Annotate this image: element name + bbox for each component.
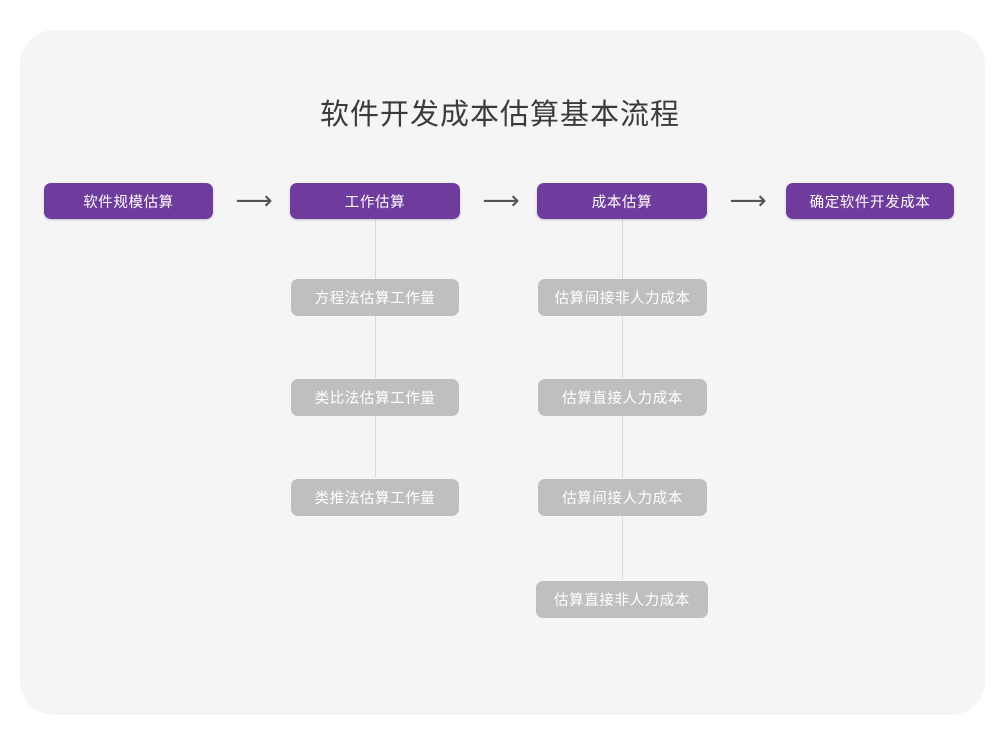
substep-node-col1-2[interactable]: 类比法估算工作量 bbox=[291, 379, 459, 416]
substep-node-label: 类比法估算工作量 bbox=[314, 391, 436, 407]
stage-node-label: 工作估算 bbox=[344, 194, 406, 211]
page-title: 软件开发成本估算基本流程 bbox=[319, 99, 680, 131]
substep-node-label: 估算直接非人力成本 bbox=[554, 593, 690, 609]
stage-node-cost-estimation[interactable]: 成本估算 bbox=[537, 183, 707, 219]
substep-node-label: 估算间接人力成本 bbox=[562, 491, 683, 507]
connector-line-col1-seg3 bbox=[375, 416, 376, 478]
stage-node-label: 确定软件开发成本 bbox=[809, 194, 931, 211]
substep-node-col2-3[interactable]: 估算间接人力成本 bbox=[538, 479, 707, 516]
stage-node-label: 成本估算 bbox=[591, 194, 653, 211]
connector-line-col2-seg3 bbox=[622, 416, 623, 478]
substep-node-col2-4[interactable]: 估算直接非人力成本 bbox=[536, 581, 708, 618]
substep-node-col2-2[interactable]: 估算直接人力成本 bbox=[538, 379, 707, 416]
connector-line-col2-seg2 bbox=[622, 316, 623, 378]
connector-line-col1-seg2 bbox=[375, 316, 376, 378]
flow-arrow-icon-2: ⟶ bbox=[482, 186, 520, 216]
substep-node-col1-3[interactable]: 类推法估算工作量 bbox=[291, 479, 459, 516]
connector-line-col2-seg4 bbox=[622, 516, 623, 580]
flow-arrow-icon-1: ⟶ bbox=[235, 186, 273, 216]
substep-node-label: 类推法估算工作量 bbox=[314, 491, 436, 507]
stage-node-determine-development-cost[interactable]: 确定软件开发成本 bbox=[786, 183, 954, 219]
stage-node-software-scale-estimation[interactable]: 软件规模估算 bbox=[44, 183, 213, 219]
stage-node-work-estimation[interactable]: 工作估算 bbox=[290, 183, 460, 219]
connector-line-col1-seg1 bbox=[375, 218, 376, 280]
flow-arrow-icon-3: ⟶ bbox=[729, 186, 767, 216]
substep-node-label: 方程法估算工作量 bbox=[314, 291, 436, 307]
substep-node-label: 估算间接非人力成本 bbox=[554, 291, 691, 307]
substep-node-col1-1[interactable]: 方程法估算工作量 bbox=[291, 279, 459, 316]
connector-line-col2-seg1 bbox=[622, 218, 623, 280]
substep-node-col2-1[interactable]: 估算间接非人力成本 bbox=[538, 279, 707, 316]
stage-node-label: 软件规模估算 bbox=[83, 194, 174, 211]
content-panel bbox=[20, 30, 985, 715]
substep-node-label: 估算直接人力成本 bbox=[562, 391, 683, 407]
